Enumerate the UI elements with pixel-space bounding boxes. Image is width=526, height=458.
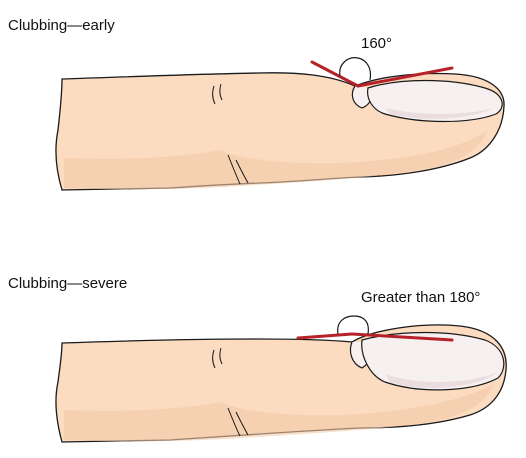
severe-angle-line-proximal (298, 334, 352, 338)
severe-angle-arc (338, 316, 369, 334)
early-panel-title: Clubbing—early (8, 18, 115, 33)
early-angle-arc (340, 58, 371, 80)
severe-panel-title: Clubbing—severe (8, 276, 127, 291)
early-finger (56, 58, 504, 190)
severe-angle-label: Greater than 180° (361, 290, 480, 305)
severe-finger (56, 316, 506, 442)
early-angle-label: 160° (361, 36, 392, 51)
severe-nail (362, 333, 504, 390)
